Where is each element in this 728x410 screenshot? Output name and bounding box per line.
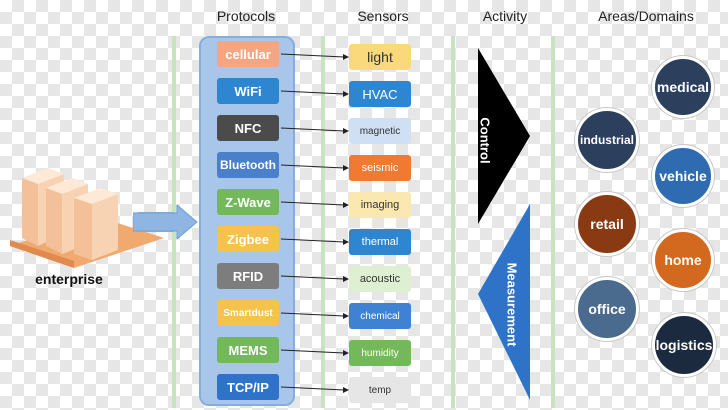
arrow-enterprise-to-protocols — [133, 205, 198, 239]
connector-line — [280, 164, 345, 169]
connector-arrowhead — [343, 276, 349, 282]
header-activity: Activity — [482, 8, 528, 24]
connector-arrowhead — [343, 54, 349, 60]
domain-office: office — [575, 277, 639, 341]
connector-line — [280, 312, 345, 317]
protocol-cellular: cellular — [217, 41, 279, 67]
protocol-zigbee: Zigbee — [217, 226, 279, 252]
column-divider — [321, 36, 325, 408]
connector-line — [280, 349, 345, 354]
connector-line — [280, 386, 345, 391]
protocol-bluetooth: Bluetooth — [217, 152, 279, 178]
connector-line — [280, 238, 345, 243]
protocol-smartdust: Smartdust — [217, 300, 279, 326]
sensor-chemical: chemical — [349, 303, 411, 329]
connector-arrowhead — [343, 313, 349, 319]
sensor-light: light — [349, 44, 411, 70]
protocol-mems: MEMS — [217, 337, 279, 363]
connector-line — [280, 127, 345, 132]
header-areas-domains: Areas/Domains — [598, 8, 694, 24]
sensor-temp: temp — [349, 377, 411, 403]
sensor-acoustic: acoustic — [349, 266, 411, 292]
connector-arrowhead — [343, 387, 349, 393]
domain-vehicle: vehicle — [652, 145, 714, 207]
sensor-seismic: seismic — [349, 155, 411, 181]
domain-logistics: logistics — [652, 313, 716, 377]
connector-arrowhead — [343, 202, 349, 208]
connector-arrowhead — [343, 128, 349, 134]
column-divider — [451, 36, 455, 408]
header-protocols: Protocols — [216, 8, 276, 24]
measurement-label: Measurement — [504, 262, 520, 347]
column-divider — [551, 36, 555, 408]
sensor-thermal: thermal — [349, 229, 411, 255]
domain-home: home — [652, 229, 714, 291]
measurement-arrow — [478, 204, 530, 400]
connector-arrowhead — [343, 91, 349, 97]
enterprise-label: enterprise — [35, 271, 103, 287]
domain-retail: retail — [575, 192, 639, 256]
control-label: Control — [477, 117, 493, 164]
control-arrow — [478, 48, 530, 224]
sensor-hvac: HVAC — [349, 81, 411, 107]
protocol-nfc: NFC — [217, 115, 279, 141]
header-sensors: Sensors — [357, 8, 409, 24]
connector-line — [280, 275, 345, 280]
sensor-magnetic: magnetic — [349, 118, 411, 144]
sensor-humidity: humidity — [349, 340, 411, 366]
connector-arrowhead — [343, 239, 349, 245]
connector-arrowhead — [343, 165, 349, 171]
protocol-z-wave: Z-Wave — [217, 189, 279, 215]
connector-arrowhead — [343, 350, 349, 356]
sensor-imaging: imaging — [349, 192, 411, 218]
protocol-tcp-ip: TCP/IP — [217, 374, 279, 400]
protocol-rfid: RFID — [217, 263, 279, 289]
connector-line — [280, 90, 345, 95]
domain-medical: medical — [652, 56, 714, 118]
connector-line — [280, 53, 345, 58]
activity-arrows — [478, 48, 530, 400]
protocol-wifi: WiFi — [217, 78, 279, 104]
connector-line — [280, 201, 345, 206]
domain-industrial: industrial — [575, 108, 639, 172]
